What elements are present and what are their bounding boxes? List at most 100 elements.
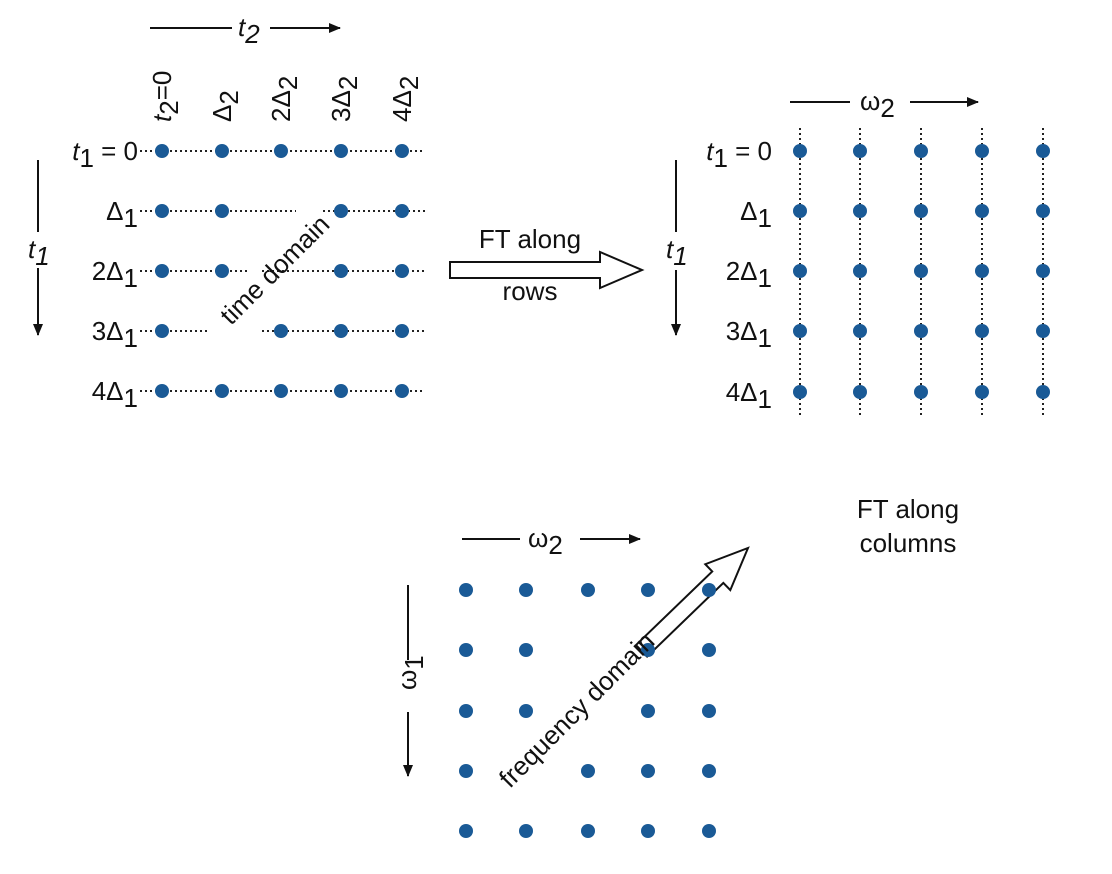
frequency-domain-panel: ω2 ω1 frequency domain: [392, 523, 716, 838]
intermediate-point: [853, 144, 867, 158]
intermediate-point: [975, 144, 989, 158]
time-column-label: Δ2: [207, 90, 244, 122]
time-row-label: 2Δ1: [92, 256, 138, 293]
intermediate-point: [853, 324, 867, 338]
frequency-domain-points: [459, 583, 716, 838]
time-row-label: t1 = 0: [72, 136, 138, 173]
intermediate-point: [975, 385, 989, 399]
intermediate-row-labels: t1 = 0 Δ1 2Δ1 3Δ1 4Δ1: [706, 136, 772, 414]
time-column-labels: t2=0 Δ2 2Δ2 3Δ2 4Δ2: [147, 71, 424, 122]
frequency-point: [641, 704, 655, 718]
time-row-label: 4Δ1: [92, 376, 138, 413]
time-point: [334, 384, 348, 398]
time-row-label: Δ1: [106, 196, 138, 233]
frequency-point: [702, 764, 716, 778]
intermediate-row-label: t1 = 0: [706, 136, 772, 173]
t2-axis-label: t2: [238, 12, 260, 49]
frequency-point: [459, 583, 473, 597]
w2-axis-label: ω2: [528, 523, 563, 560]
time-point: [155, 204, 169, 218]
time-domain-points: [155, 144, 409, 398]
frequency-point: [702, 824, 716, 838]
intermediate-point: [975, 324, 989, 338]
intermediate-point: [1036, 324, 1050, 338]
w1-axis-label: ω1: [392, 655, 429, 690]
intermediate-points: [793, 144, 1050, 399]
time-point: [155, 264, 169, 278]
intermediate-point: [1036, 264, 1050, 278]
ft-columns-line2: columns: [860, 528, 957, 558]
frequency-point: [519, 704, 533, 718]
intermediate-point: [793, 264, 807, 278]
frequency-point: [641, 824, 655, 838]
time-point: [395, 144, 409, 158]
intermediate-row-label: 3Δ1: [726, 316, 772, 353]
time-point: [334, 264, 348, 278]
frequency-point: [641, 764, 655, 778]
time-point: [395, 324, 409, 338]
time-column-label: t2=0: [147, 71, 184, 122]
intermediate-point: [793, 324, 807, 338]
hollow-arrow-right: [449, 250, 645, 290]
time-point: [155, 384, 169, 398]
ft-rows-line1: FT along: [479, 224, 581, 254]
time-domain-label: time domain: [214, 209, 335, 330]
time-point: [334, 144, 348, 158]
intermediate-panel: ω2 t1 t1 = 0 Δ1 2Δ1 3Δ1 4Δ1: [666, 86, 1050, 415]
w2-axis-label-mid: ω2: [860, 86, 895, 123]
intermediate-point: [914, 204, 928, 218]
frequency-point: [581, 583, 595, 597]
intermediate-row-label: Δ1: [740, 196, 772, 233]
time-point: [395, 204, 409, 218]
hollow-arrow-down-left: [634, 546, 750, 658]
time-column-label: 4Δ2: [387, 76, 424, 122]
intermediate-point: [914, 324, 928, 338]
time-point: [155, 324, 169, 338]
frequency-point: [641, 643, 655, 657]
intermediate-point: [853, 204, 867, 218]
time-row-label: 3Δ1: [92, 316, 138, 353]
time-column-label: 2Δ2: [266, 76, 303, 122]
ft-rows-step: FT along rows: [449, 224, 645, 306]
time-point: [215, 264, 229, 278]
time-point: [215, 384, 229, 398]
frequency-point: [459, 643, 473, 657]
time-point: [395, 384, 409, 398]
time-point: [334, 324, 348, 338]
intermediate-point: [793, 204, 807, 218]
intermediate-row-label: 2Δ1: [726, 256, 772, 293]
intermediate-point: [1036, 385, 1050, 399]
intermediate-point: [914, 385, 928, 399]
time-point: [155, 144, 169, 158]
time-point: [274, 324, 288, 338]
frequency-point: [702, 583, 716, 597]
t1-axis-label-mid: t1: [666, 234, 688, 271]
intermediate-point: [853, 264, 867, 278]
intermediate-point: [793, 385, 807, 399]
intermediate-point: [975, 264, 989, 278]
time-row-labels: t1 = 0 Δ1 2Δ1 3Δ1 4Δ1: [72, 136, 138, 413]
frequency-point: [459, 764, 473, 778]
frequency-point: [519, 824, 533, 838]
intermediate-point: [853, 385, 867, 399]
time-point: [215, 144, 229, 158]
t1-axis-label: t1: [28, 234, 50, 271]
intermediate-point: [793, 144, 807, 158]
ft-columns-line1: FT along: [857, 494, 959, 524]
ft-columns-step: FT along columns: [634, 494, 959, 658]
time-point: [274, 384, 288, 398]
intermediate-row-label: 4Δ1: [726, 377, 772, 414]
time-point: [215, 204, 229, 218]
time-column-label: 3Δ2: [326, 76, 363, 122]
frequency-point: [519, 583, 533, 597]
time-point: [395, 264, 409, 278]
frequency-point: [581, 764, 595, 778]
frequency-point: [702, 643, 716, 657]
frequency-point: [641, 583, 655, 597]
intermediate-point: [914, 144, 928, 158]
time-point: [334, 204, 348, 218]
frequency-point: [581, 824, 595, 838]
intermediate-point: [914, 264, 928, 278]
